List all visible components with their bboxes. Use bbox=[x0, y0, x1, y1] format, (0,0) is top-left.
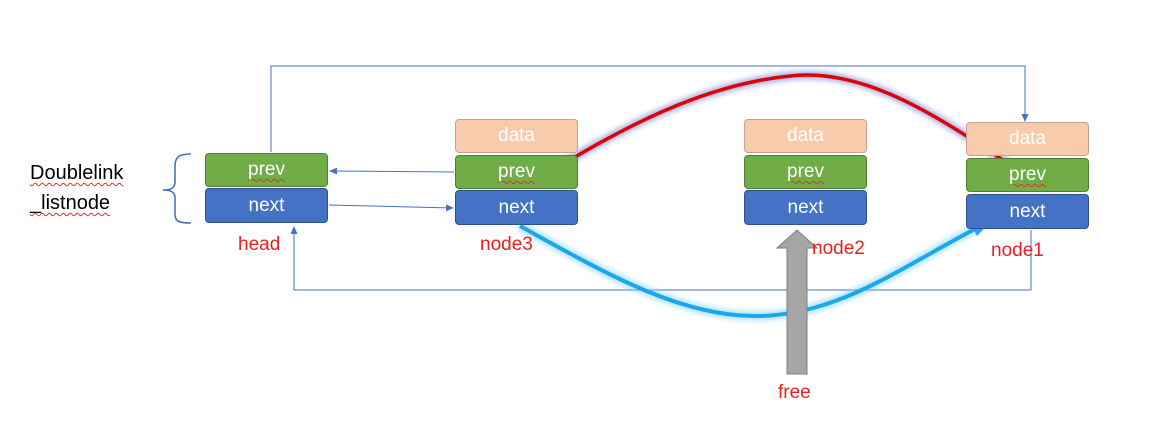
node2-prev-text: prev bbox=[787, 161, 824, 182]
red-curved-arrow bbox=[552, 73, 1011, 172]
node3-data-cell: data bbox=[455, 119, 578, 153]
free-label: free bbox=[778, 382, 811, 403]
node3-data-text: data bbox=[498, 125, 535, 146]
struct-label-line2: _listnode bbox=[30, 192, 111, 214]
arrow-node3-prev-to-head bbox=[329, 167, 455, 175]
node2-next-text: next bbox=[787, 196, 824, 218]
node1-prev-text: prev bbox=[1009, 164, 1046, 185]
head-next-text: next bbox=[248, 194, 285, 216]
node2-data-text: data bbox=[787, 125, 824, 146]
struct-label-line1: Doublelink bbox=[30, 162, 124, 184]
head-prev-cell: prev bbox=[205, 153, 328, 187]
node3-prev-text: prev bbox=[498, 161, 535, 182]
struct-brace bbox=[162, 153, 192, 224]
free-arrow bbox=[775, 229, 819, 375]
node1-data-text: data bbox=[1009, 128, 1046, 149]
node1-label: node1 bbox=[991, 240, 1044, 261]
node3-label: node3 bbox=[480, 234, 533, 255]
node2-data-cell: data bbox=[744, 119, 867, 153]
blue-arrow-glow bbox=[517, 221, 983, 322]
struct-label: Doublelink _listnode bbox=[30, 158, 123, 218]
head-label: head bbox=[238, 234, 281, 255]
head-next-cell: next bbox=[205, 188, 328, 223]
node3-prev-cell: prev bbox=[455, 155, 578, 189]
node2-next-cell: next bbox=[744, 190, 867, 225]
head-prev-text: prev bbox=[248, 159, 285, 180]
arrow-node1-next-to-head bbox=[290, 226, 1032, 291]
node2-label: node2 bbox=[812, 238, 865, 259]
node1-prev-cell: prev bbox=[966, 158, 1089, 192]
node2-prev-cell: prev bbox=[744, 155, 867, 189]
blue-curved-arrow bbox=[519, 224, 976, 319]
node1-next-cell: next bbox=[966, 194, 1089, 229]
arrow-head-prev-to-node1 bbox=[270, 65, 1029, 152]
node1-next-text: next bbox=[1009, 200, 1046, 222]
node3-next-cell: next bbox=[455, 190, 578, 225]
node3-next-text: next bbox=[498, 196, 535, 218]
node1-data-cell: data bbox=[966, 122, 1089, 156]
arrow-head-next-to-node3 bbox=[328, 204, 454, 212]
